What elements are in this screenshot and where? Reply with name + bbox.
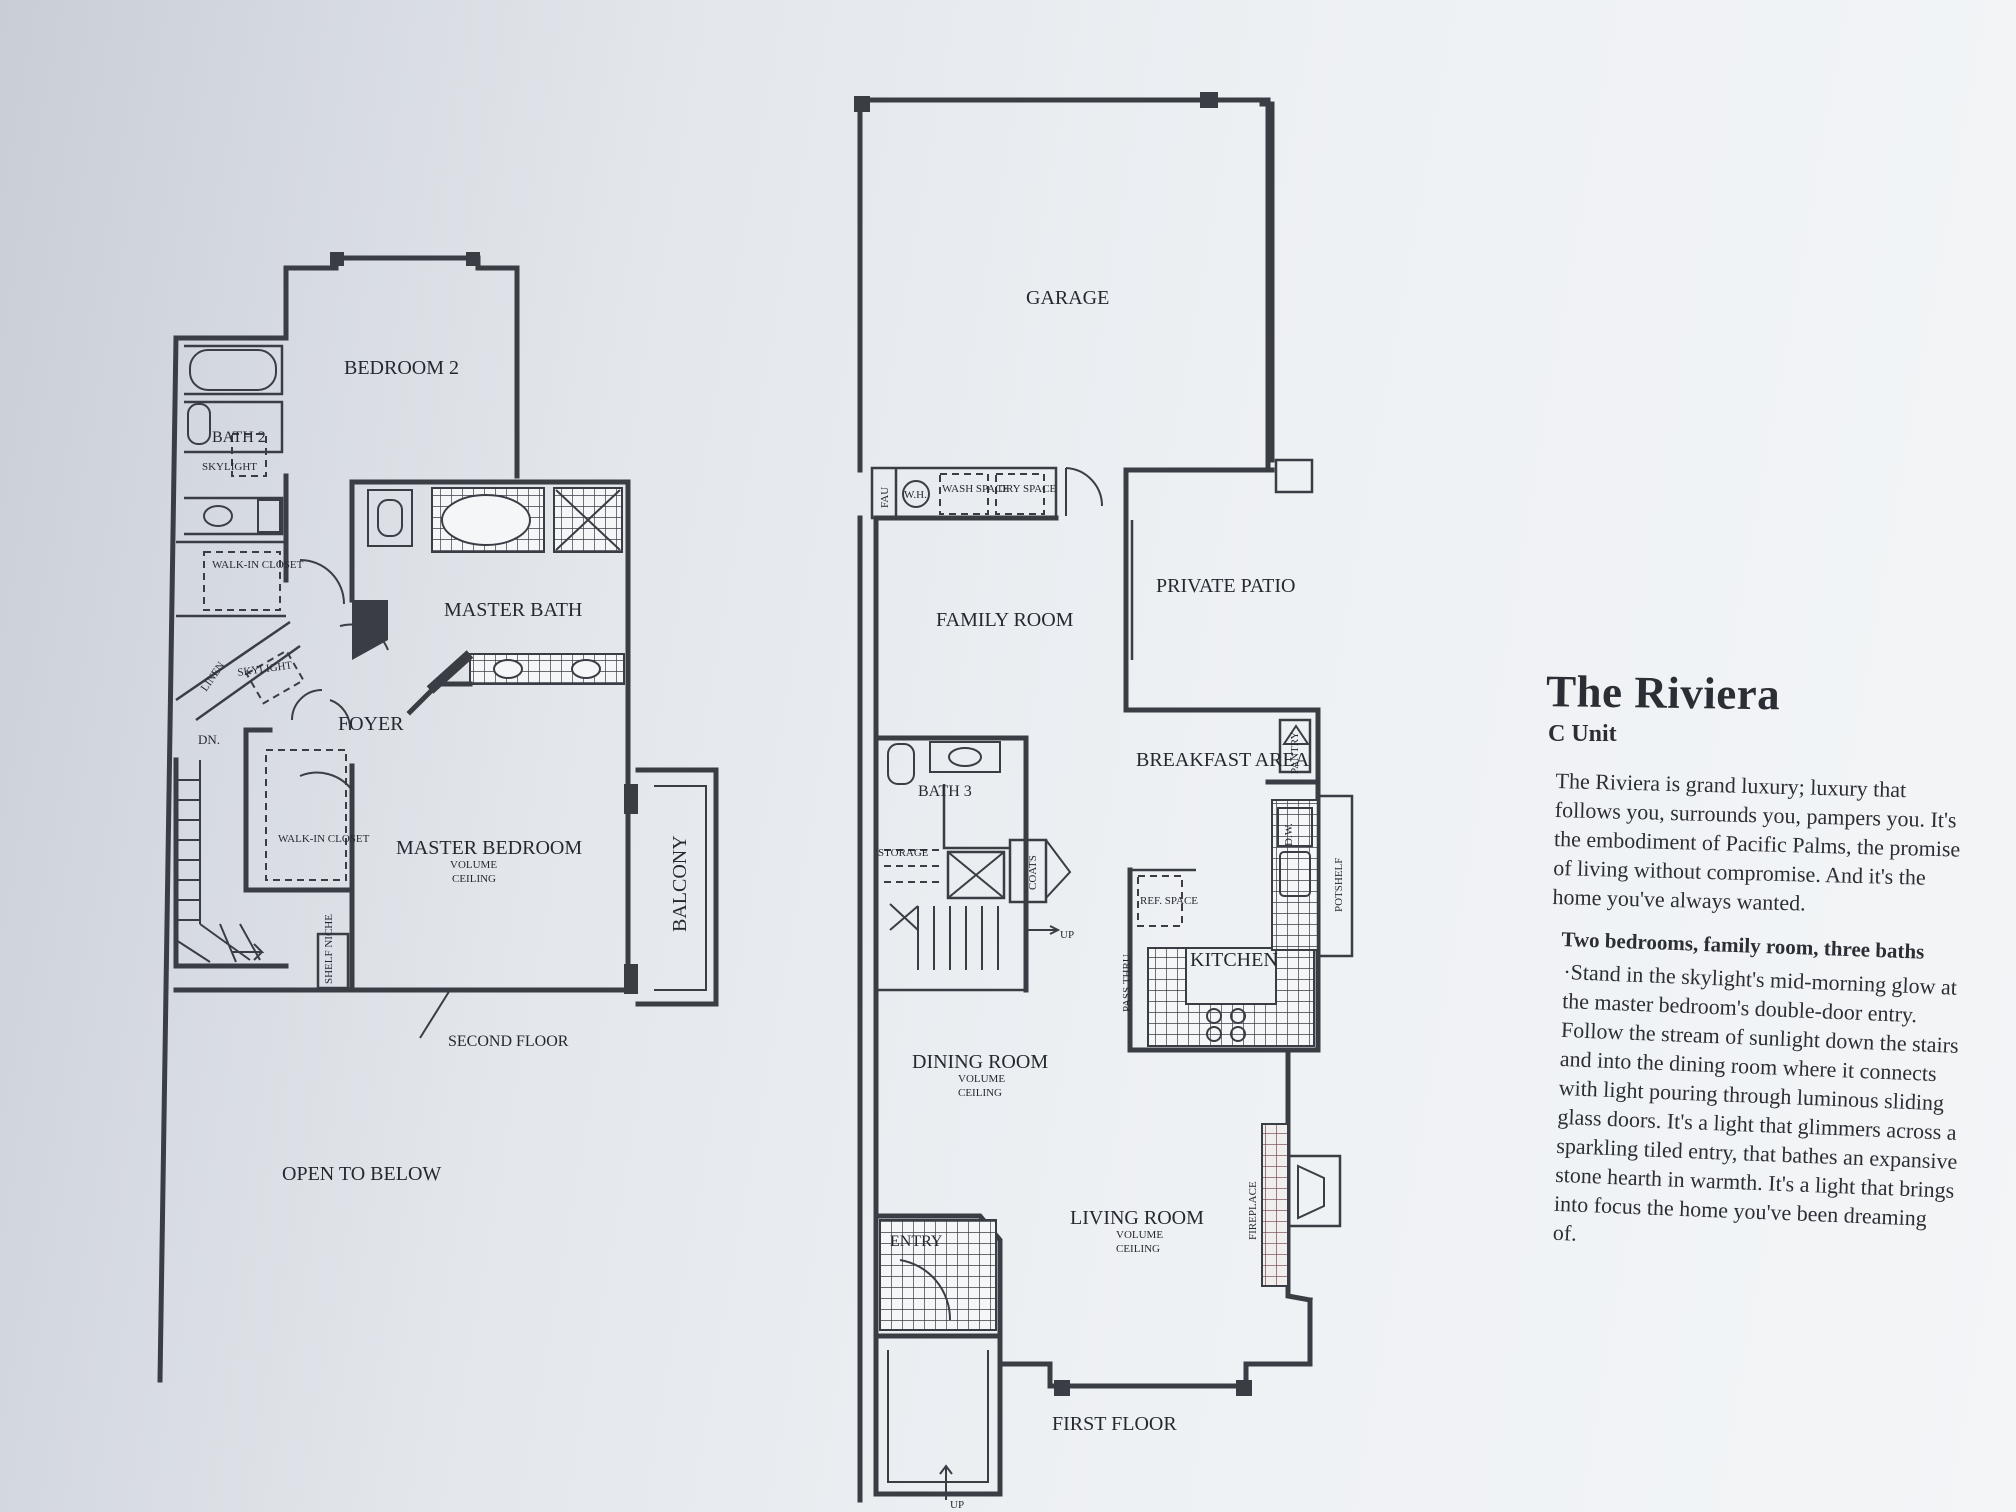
breakfast-area-label: BREAKFAST AREA [1136, 749, 1310, 771]
unit-subtitle: C Unit [1548, 721, 1617, 747]
bathtub-fixture [189, 349, 277, 391]
pantry-label: PANTRY [1289, 732, 1301, 774]
bath2-skylight-label: SKYLIGHT [202, 461, 257, 473]
linen-label: LINEN [199, 660, 228, 694]
bath2-label: BATH 2 [212, 429, 266, 446]
wash-space-label: WASH SPACE [942, 483, 1009, 495]
family-room-label: FAMILY ROOM [936, 609, 1074, 631]
kitchen-label: KITCHEN [1190, 949, 1278, 971]
living-room-label: LIVING ROOM [1070, 1207, 1204, 1229]
bedroom2-walls [283, 255, 520, 479]
garage-walls [857, 97, 1271, 473]
coats-label: COATS [1027, 855, 1039, 890]
entry-up-label: UP [950, 1499, 964, 1511]
bedroom2-label: BEDROOM 2 [344, 357, 459, 379]
fau-label: FAU [879, 487, 891, 508]
foyer-skylight-label: SKYLIGHT [237, 659, 293, 679]
living-volume-label: VOLUME [1116, 1229, 1163, 1241]
second-floor-plan [157, 252, 719, 1383]
first-floor-plan [854, 92, 1354, 1503]
storage-label: STORAGE [878, 847, 929, 859]
living-ceiling-label: CEILING [1116, 1243, 1160, 1255]
dining-room-label: DINING ROOM [912, 1051, 1048, 1073]
dry-space-label: DRY SPACE [998, 483, 1056, 495]
pass-thru-label: PASS THRU [1121, 954, 1133, 1012]
description-panel: The Riviera C Unit The Riviera is grand … [1545, 666, 1966, 1247]
master-tub-fixture [441, 494, 531, 546]
private-patio-label: PRIVATE PATIO [1156, 575, 1295, 597]
master-ceiling-label: CEILING [452, 873, 496, 885]
walkin-closet-bottom-label: WALK-IN CLOSET [278, 833, 370, 845]
master-bedroom-label: MASTER BEDROOM [396, 837, 582, 859]
water-heater-label: W.H. [904, 489, 927, 501]
second-floor-caption: SECOND FLOOR [448, 1033, 569, 1050]
left-exterior-wall [157, 335, 179, 1383]
entry-label: ENTRY [890, 1233, 943, 1250]
walkin-closet-top-label: WALK-IN CLOSET [212, 559, 304, 571]
potshelf-label: POTSHELF [1333, 858, 1345, 912]
dishwasher-label: D.W. [1283, 823, 1295, 846]
fireplace-label: FIREPLACE [1247, 1181, 1259, 1240]
foyer-label: FOYER [338, 713, 404, 735]
garage-label: GARAGE [1026, 287, 1109, 309]
dining-volume-label: VOLUME [958, 1073, 1005, 1085]
stair-down-label: DN. [198, 732, 220, 747]
balcony-label: BALCONY [669, 835, 691, 932]
open-to-below-label: OPEN TO BELOW [282, 1163, 441, 1185]
master-bath-label: MASTER BATH [444, 599, 582, 621]
page-title: The Riviera [1545, 666, 1781, 720]
sink-fixture [203, 505, 233, 527]
shelf-niche-label: SHELF NICHE [323, 914, 335, 984]
intro-paragraph: The Riviera is grand luxury; luxury that… [1552, 767, 1961, 916]
ref-space-label: REF. SPACE [1140, 895, 1198, 907]
description-body: ·Stand in the skylight's mid-morning glo… [1552, 958, 1960, 1246]
master-volume-label: VOLUME [450, 859, 497, 871]
toilet-fixture [187, 403, 211, 445]
master-toilet-fixture [377, 499, 403, 537]
first-floor-caption: FIRST FLOOR [1052, 1413, 1177, 1435]
dining-ceiling-label: CEILING [958, 1087, 1002, 1099]
stairs-up-label: UP [1060, 929, 1074, 941]
bath3-label: BATH 3 [918, 783, 972, 800]
